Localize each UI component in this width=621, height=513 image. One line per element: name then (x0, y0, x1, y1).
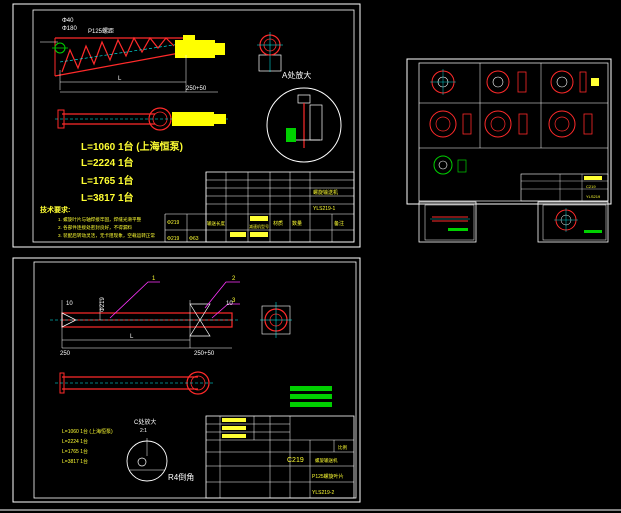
sheet-2-title-name: 螺旋输送机 (315, 457, 338, 464)
sheet-2-table-label: 比例 (338, 444, 347, 451)
sheet-4-inner-frame (424, 204, 475, 241)
sheet-1-dim-l: L (118, 76, 122, 82)
sheet-3-flange-views (429, 69, 599, 175)
sheet-1-note-0: 1. 螺旋叶片与轴焊接牢固，焊缝光滑平整 (58, 216, 142, 223)
sheet-2-leader-3: 3 (232, 298, 236, 304)
sheet-2-conveyor-elevation: 1 2 3 10 10 Φ219 L 250 250+50 (50, 276, 240, 357)
sheet-1-outer-frame (12, 3, 361, 248)
sheet-2-detail-c: C处放大 2:1 R4倒角 (126, 418, 194, 482)
sheet-1-table-code: YLS219-1 (313, 206, 335, 212)
sheet-1-table-material: 材质 (273, 220, 283, 227)
sheet-2-qty-0: L=1060 1台 (上海恒泵) (62, 428, 113, 435)
sheet-4-outer-frame (418, 201, 477, 243)
sheet-2-title-drawing: YLS219-2 (312, 490, 334, 496)
sheet-3-inner-frame (418, 62, 609, 202)
sheet-1-note-1: 2. 各部件连接处密封良好，不得漏料 (58, 224, 132, 231)
sheet-2-dim-top-right: 10 (226, 301, 233, 307)
sheet-1-qty-2: L=1765 1台 (81, 174, 134, 187)
sheet-1-dim-d: Φ219 (167, 220, 180, 226)
sheet-1-title-block: 螺旋输送机 YLS219-1 Φ219 Φ63 输送长度 减速机型号 材质 数量… (164, 171, 355, 243)
sheet-1-notes-title: 技术要求: (40, 205, 70, 214)
sheet-2-dim-flange: 250+50 (194, 351, 215, 357)
sheet-1-dim-pitch: P125螺距 (88, 27, 114, 35)
sheet-3-title-block: C219 YLS219 (520, 173, 609, 202)
sheet-2-title-sub: P125螺旋叶片 (312, 473, 344, 480)
sheet-1-notes: 技术要求: 1. 螺旋叶片与轴焊接牢固，焊缝光滑平整 2. 各部件连接处密封良好… (40, 205, 155, 239)
sheet-1-detail-title: A处放大 (282, 70, 311, 80)
sheet-2-detail-title: C处放大 (134, 418, 156, 426)
sheet-2-detail-radius: R4倒角 (168, 472, 194, 482)
sheet-2-leader-1: 1 (152, 276, 156, 282)
sheet-2-conveyor-plan (55, 371, 215, 395)
sheet-3-outer-frame (406, 58, 612, 205)
sheet-5-outer-frame (537, 201, 609, 243)
sheet-1: Φ40 Φ180 P125螺距 L 250+50 (12, 3, 361, 248)
sheet-1-table-reducer: 减速机型号 (249, 223, 269, 229)
sheet-1-conveyor-elevation: Φ40 Φ180 P125螺距 L 250+50 (40, 18, 225, 93)
sheet-1-conveyor-plan (55, 107, 228, 131)
sheet-2-dim-top-left: 10 (66, 301, 73, 307)
screw-flight-zigzag (61, 36, 175, 73)
sheet-2-qty-1: L=2224 1台 (62, 438, 88, 445)
sheet-1-dim-flange: 250+50 (186, 86, 207, 92)
sheet-1-table-d2: Φ63 (189, 236, 199, 242)
sheet-1-note-2: 3. 装配后转动灵活，无卡阻现象，空载运转正常 (58, 232, 155, 239)
sheet-2-green-labels (290, 386, 332, 407)
sheet-2-detail-scale: 2:1 (140, 428, 147, 434)
sheet-3-sub-code: YLS219 (586, 194, 601, 199)
sheet-1-qty-3: L=3817 1台 (81, 191, 134, 204)
leader-1 (109, 281, 160, 319)
sheet-1-qty-1: L=2224 1台 (81, 156, 134, 169)
sheet-2-dim-l: L (130, 334, 134, 340)
sheet-2-leader-2: 2 (232, 276, 236, 282)
sheet-1-table-remark: 备注 (334, 220, 344, 227)
sheet-2-end-view (260, 302, 292, 338)
sheet-1-table-len: 输送长度 (207, 220, 225, 227)
sheet-5-inner-frame (542, 204, 607, 241)
sheet-2: 1 2 3 10 10 Φ219 L 250 250+50 (12, 257, 361, 503)
sheet-1-quantity-list: L=1060 1台 (上海恒泵) L=2224 1台 L=1765 1台 L=3… (81, 140, 183, 204)
sheet-1-detail-a: A处放大 (266, 70, 342, 163)
sheet-1-dim-top-left: Φ40 (62, 18, 74, 24)
sheet-2-dim-height: Φ219 (100, 297, 106, 312)
sheet-2-outer-frame (12, 257, 361, 503)
leader-3 (211, 303, 240, 319)
leader-2 (204, 281, 240, 309)
sheet-2-dim-base: 250 (60, 351, 71, 357)
sheet-1-end-view (257, 32, 283, 72)
sheet-4 (418, 201, 477, 243)
sheet-2-title-block: C219 螺旋输送机 P125螺旋叶片 YLS219-2 比例 (205, 415, 355, 499)
sheet-1-table-qty: 数量 (292, 220, 302, 227)
sheet-1-table-d1: Φ219 (167, 236, 180, 242)
sheet-1-qty-0: L=1060 1台 (上海恒泵) (81, 140, 183, 153)
sheet-5 (537, 201, 609, 243)
sheet-3-title-code: C219 (586, 184, 596, 189)
drive-motor (175, 40, 215, 58)
sheet-2-title-code: C219 (287, 457, 304, 464)
sheet-3: C219 YLS219 (406, 58, 612, 205)
sheet-1-table-name: 螺旋输送机 (313, 189, 338, 196)
sheet-2-qty-2: L=1765 1台 (62, 448, 88, 455)
sheet-2-inner-frame (33, 261, 357, 499)
sheet-2-quantity-list: L=1060 1台 (上海恒泵) L=2224 1台 L=1765 1台 L=3… (62, 428, 113, 465)
sheet-1-dim-top-mid: Φ180 (62, 26, 77, 32)
sheet-2-qty-3: L=3817 1台 (62, 458, 88, 465)
